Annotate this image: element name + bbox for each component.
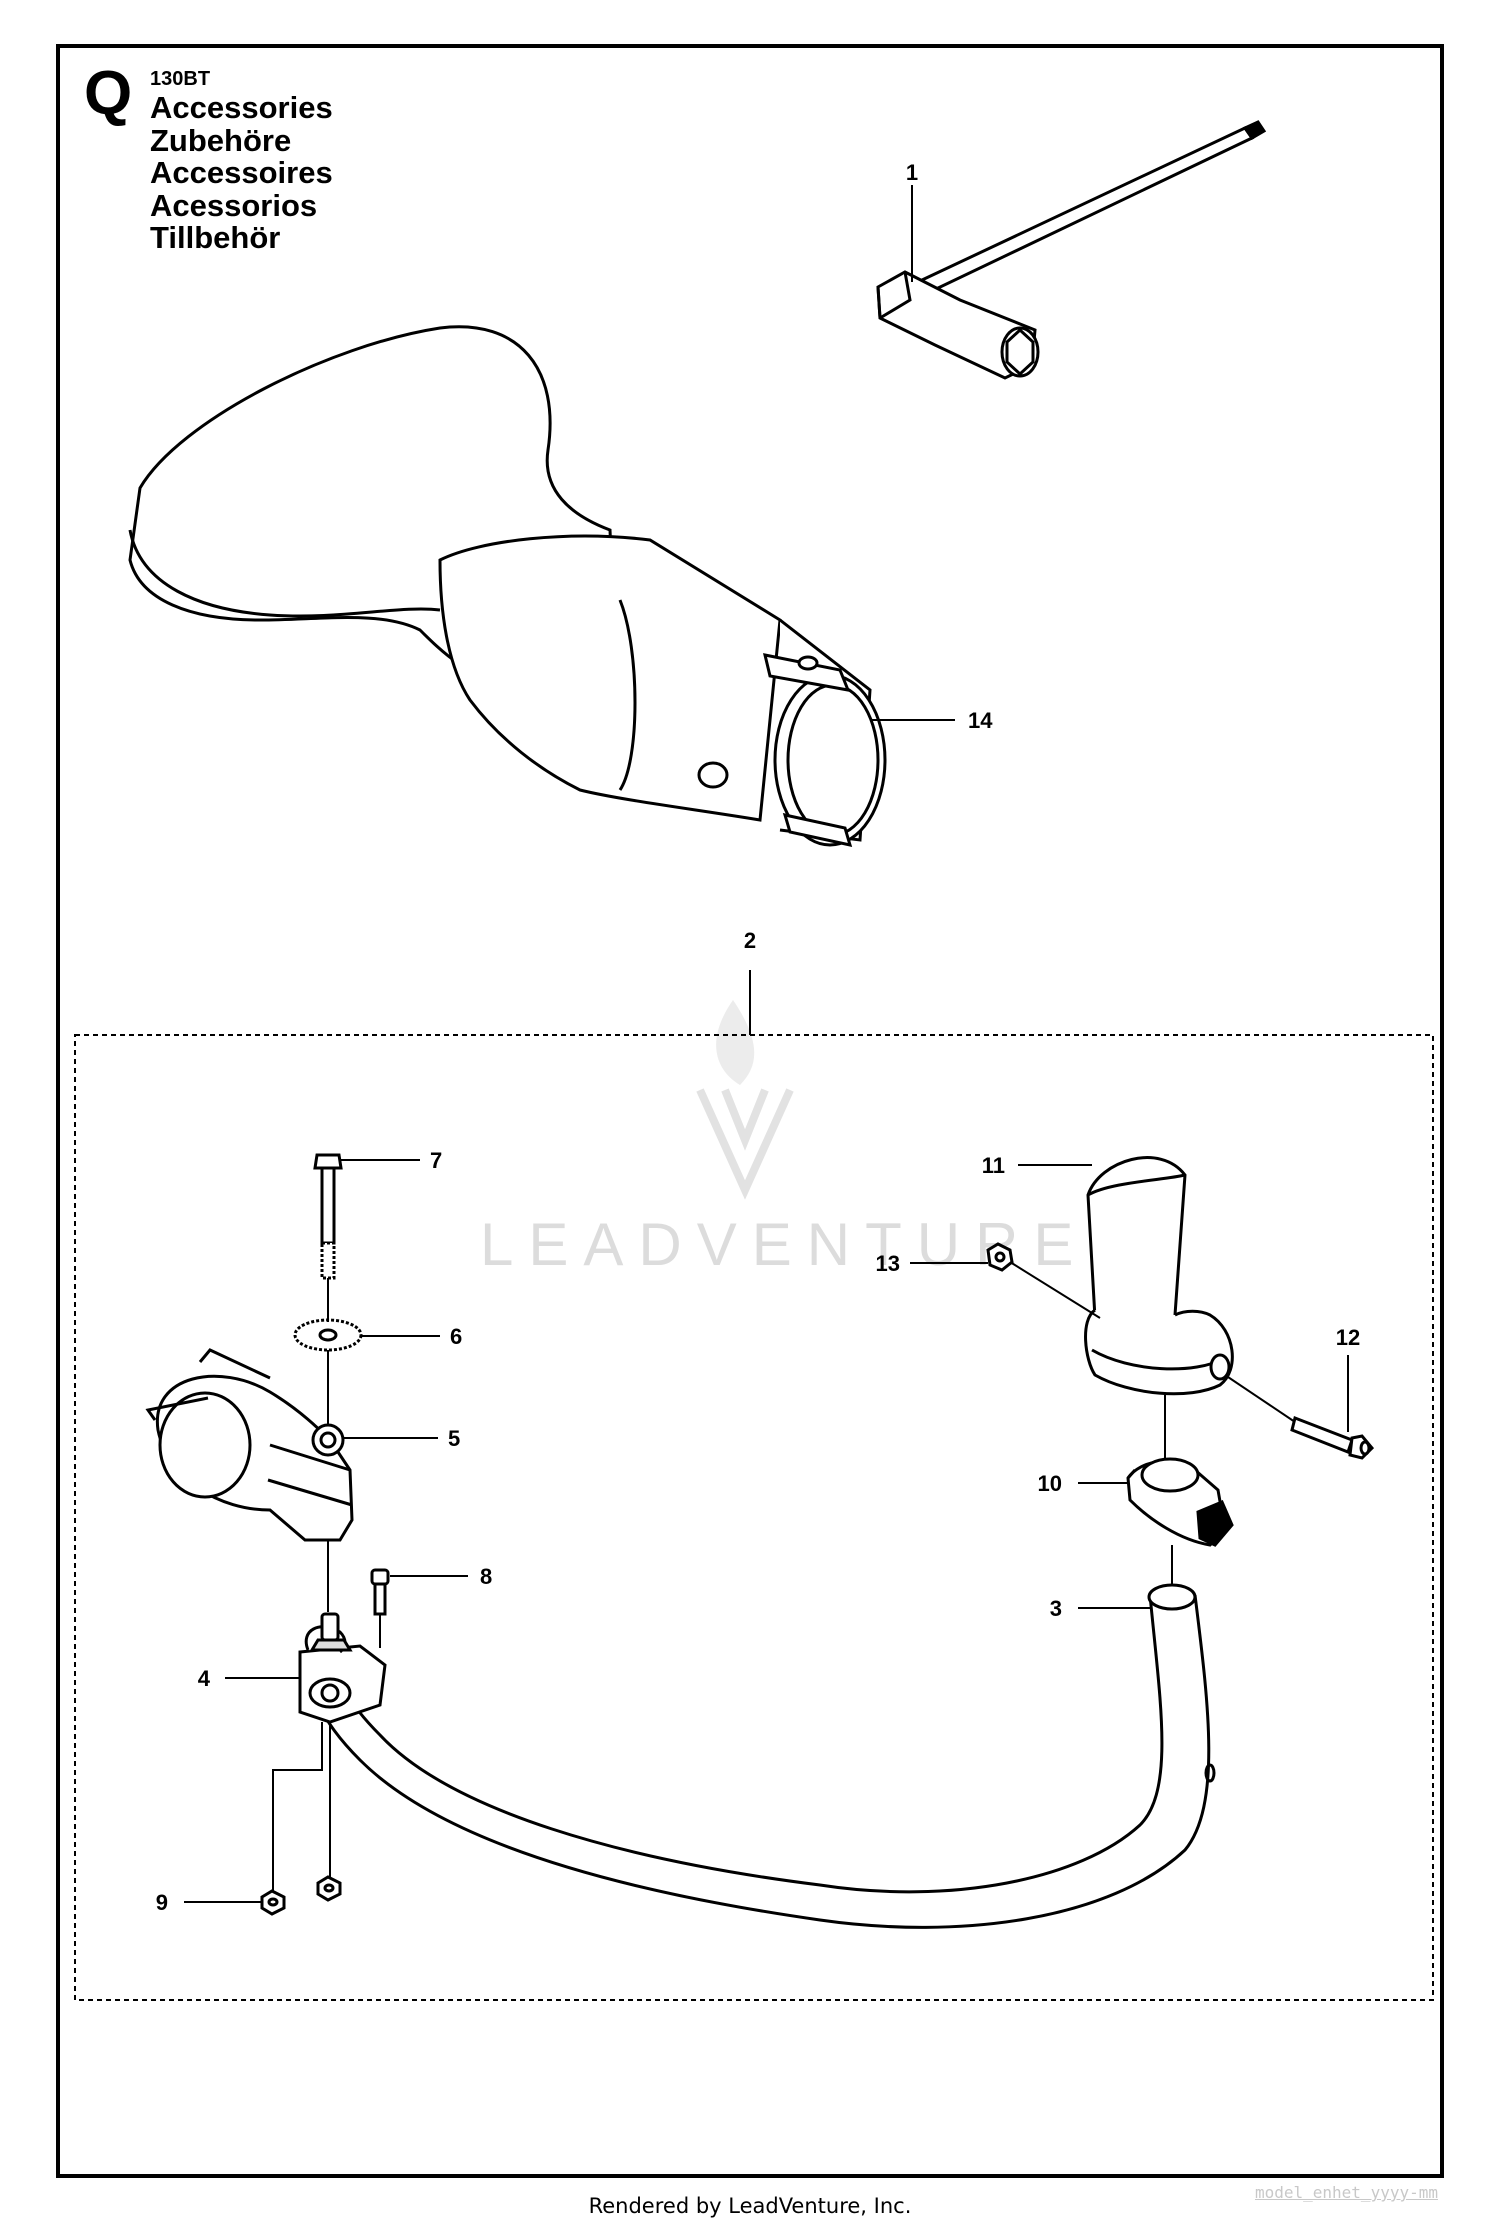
callout-2: 2 bbox=[744, 928, 756, 953]
section-title-sv: Tillbehör bbox=[150, 220, 281, 255]
callout-8: 8 bbox=[480, 1564, 492, 1589]
callout-5: 5 bbox=[448, 1426, 460, 1451]
callout-12: 12 bbox=[1336, 1325, 1360, 1350]
callout-13: 13 bbox=[876, 1251, 900, 1276]
section-title-de: Zubehöre bbox=[150, 122, 292, 158]
callout-14: 14 bbox=[968, 708, 993, 733]
callout-3: 3 bbox=[1050, 1596, 1062, 1621]
shaft-clamp bbox=[145, 1348, 354, 1542]
section-letter: Q bbox=[84, 59, 133, 128]
callout-4: 4 bbox=[198, 1666, 211, 1691]
callout-6: 6 bbox=[450, 1324, 462, 1349]
model-stamp: model_enhet_yyyy-mm bbox=[1254, 2183, 1438, 2202]
leader-lines bbox=[184, 185, 1349, 1903]
callout-labels: 1 2 3 4 5 6 7 8 9 10 11 12 13 14 bbox=[156, 160, 1360, 1915]
model-number: 130BT bbox=[150, 68, 211, 90]
callout-9: 9 bbox=[156, 1890, 168, 1915]
small-screw bbox=[370, 1568, 390, 1616]
rendered-by-footer: Rendered by LeadVenture, Inc. bbox=[588, 2194, 912, 2218]
callout-1: 1 bbox=[906, 160, 918, 185]
leadventure-logo-icon bbox=[696, 1000, 794, 1200]
callout-10: 10 bbox=[1038, 1471, 1062, 1496]
grip-screw bbox=[1290, 1415, 1375, 1460]
serrated-washer bbox=[293, 1318, 363, 1352]
section-title-fr: Accessoires bbox=[150, 155, 333, 190]
handle-bracket bbox=[298, 1612, 387, 1724]
grip-nut bbox=[986, 1242, 1014, 1272]
section-title-en: Accessories bbox=[150, 90, 333, 125]
grip-clamp bbox=[1126, 1457, 1234, 1547]
long-bolt bbox=[313, 1153, 343, 1280]
combination-wrench bbox=[876, 120, 1267, 380]
callout-11: 11 bbox=[982, 1153, 1005, 1178]
callout-7: 7 bbox=[430, 1148, 442, 1173]
diagram-frame bbox=[56, 44, 1444, 2178]
grip bbox=[1084, 1156, 1234, 1396]
section-title-es: Acessorios bbox=[150, 187, 318, 223]
watermark-text: LEADVENTURE bbox=[480, 1211, 1089, 1278]
assembly-lines bbox=[272, 1261, 1296, 1891]
loop-handle-bar bbox=[318, 1583, 1216, 1929]
harness-hip-guard bbox=[128, 325, 887, 848]
section-titles: Accessories Zubehöre Accessoires Acessor… bbox=[150, 90, 333, 255]
kit-boundary bbox=[74, 1034, 1434, 2001]
